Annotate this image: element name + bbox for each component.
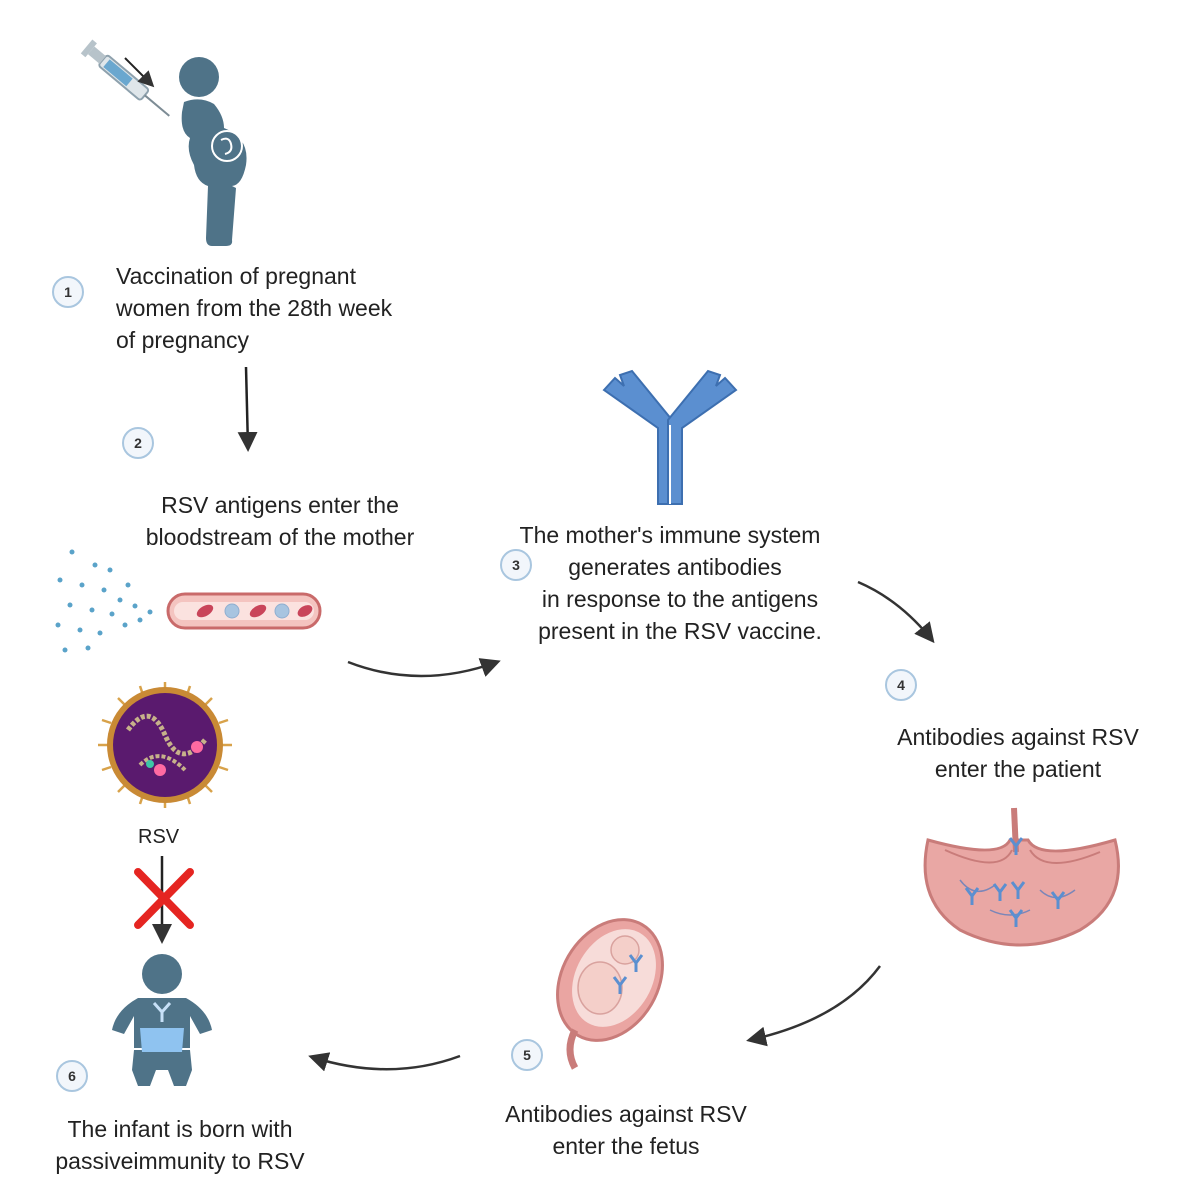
step-6-line: The infant is born with — [67, 1116, 293, 1142]
arrow-1-2 — [237, 366, 258, 452]
step-3-line: generates antibodies — [568, 554, 782, 580]
step-5-line: Antibodies against RSV — [505, 1101, 747, 1127]
syringe-icon — [80, 39, 170, 117]
arrow-2-3 — [347, 658, 501, 678]
step-1-badge: 1 — [52, 276, 84, 308]
step-5-text: Antibodies against RSV enter the fetus — [476, 1098, 776, 1162]
step-3-line: present in the RSV vaccine. — [538, 618, 822, 644]
step-2-badge: 2 — [122, 427, 154, 459]
arrow-3-4 — [857, 580, 935, 644]
step-5-line: enter the fetus — [552, 1133, 700, 1159]
step-2-text: RSV antigens enter the bloodstream of th… — [100, 489, 460, 553]
step-1-text: Vaccination of pregnant women from the 2… — [116, 260, 476, 356]
fetus-outline — [211, 130, 243, 162]
step-4-line: enter the patient — [934, 756, 1102, 782]
infant-icon — [112, 954, 212, 1086]
arrow-4-5 — [746, 965, 882, 1047]
step-3-line: in response to the antigens — [541, 586, 819, 612]
step-2-line: bloodstream of the mother — [145, 524, 415, 550]
step-5-badge: 5 — [511, 1039, 543, 1071]
step-4-text: Antibodies against RSV enter the patient — [868, 721, 1168, 785]
pregnant-woman-icon — [179, 57, 247, 246]
step-6-badge: 6 — [56, 1060, 88, 1092]
infant-diaper — [140, 1028, 184, 1052]
step-2-line: RSV antigens enter the — [161, 492, 399, 518]
step-4-badge: 4 — [885, 669, 917, 701]
bloodstream-icon — [166, 592, 322, 630]
step-6-line: passiveimmunity to RSV — [55, 1148, 305, 1174]
step-1-line: women from the 28th week — [116, 295, 393, 321]
step-3-text: The mother's immune system generates ant… — [490, 519, 850, 647]
virus-label: RSV — [138, 826, 180, 848]
antigen-particles — [55, 549, 153, 653]
step-4-line: Antibodies against RSV — [897, 724, 1139, 750]
infant-antibody-icon — [152, 1002, 172, 1022]
uterus-fetus-icon — [556, 918, 664, 1070]
step-3-badge: 3 — [500, 549, 532, 581]
antibody-icon — [602, 369, 738, 505]
virus-icon — [98, 682, 232, 808]
cross-icon — [134, 868, 194, 929]
step-1-line: of pregnancy — [116, 327, 249, 353]
step-6-text: The infant is born with passiveimmunity … — [30, 1113, 330, 1177]
placenta-icon — [923, 807, 1120, 947]
step-3-line: The mother's immune system — [519, 522, 821, 548]
arrow-5-6 — [308, 1052, 461, 1072]
step-1-line: Vaccination of pregnant — [116, 263, 356, 289]
